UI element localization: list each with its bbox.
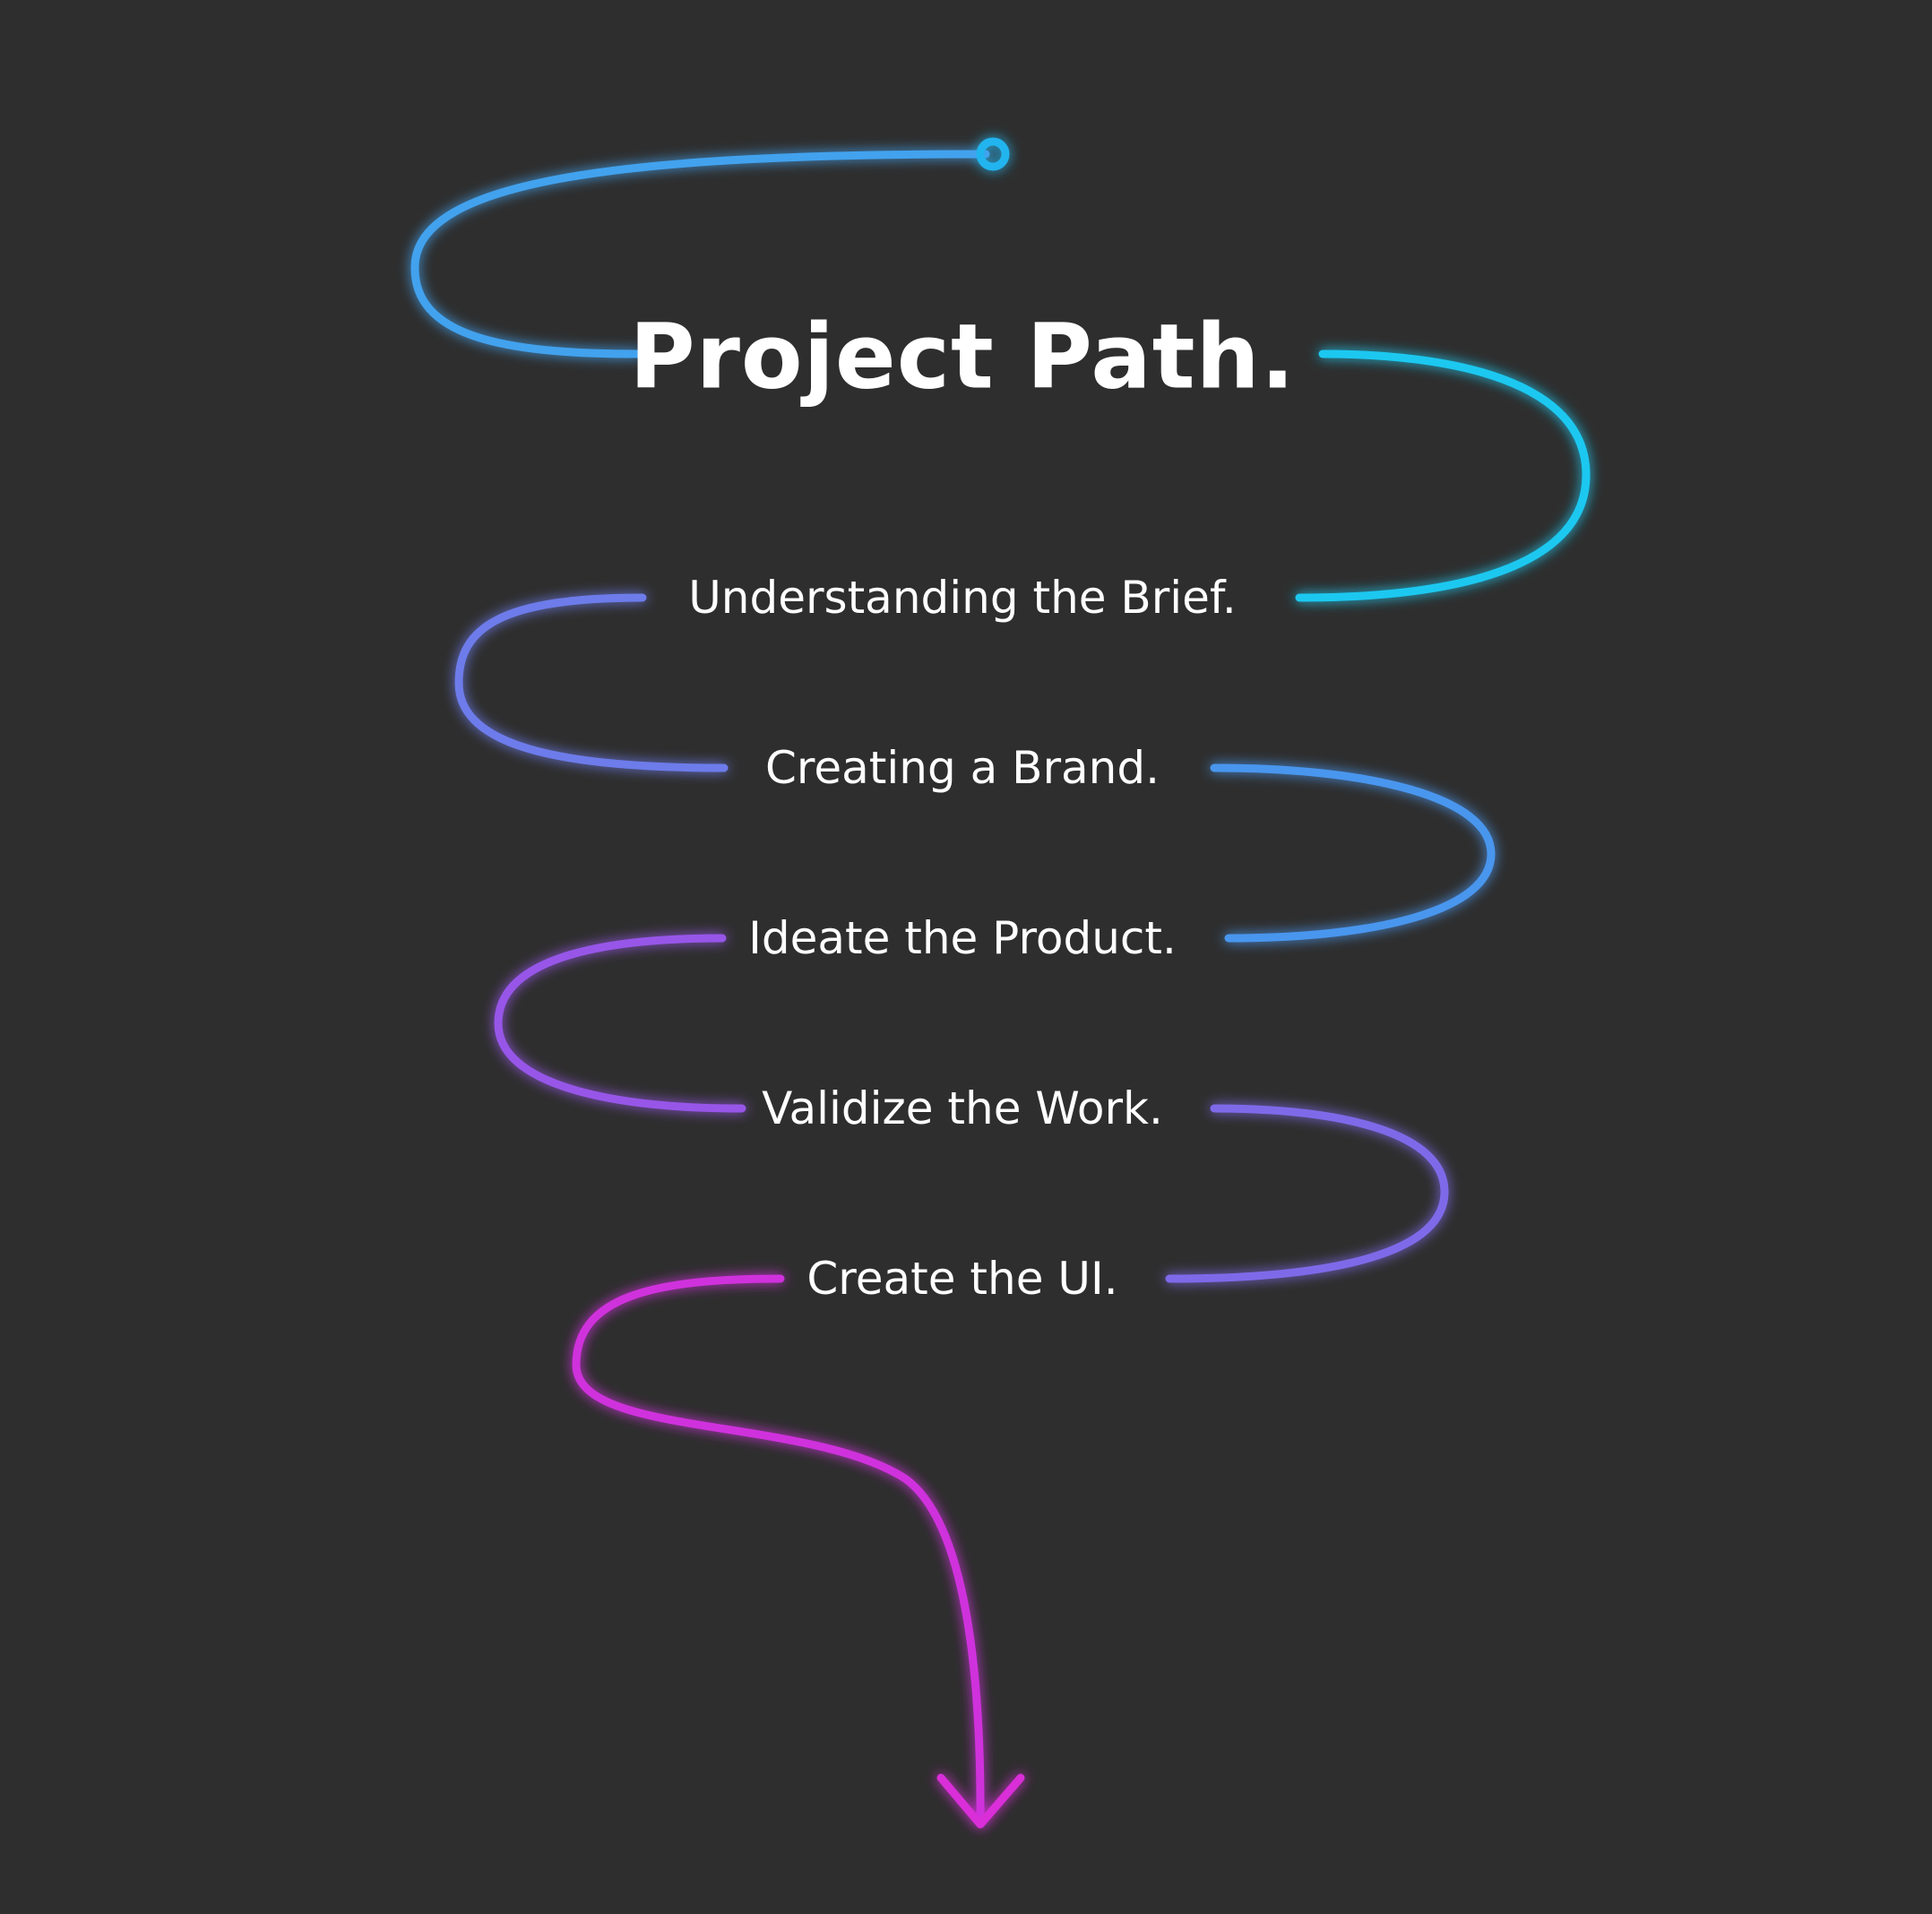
step-understanding-the-brief: Understanding the Brief. <box>688 572 1237 624</box>
start-ring-icon <box>976 137 1010 171</box>
path-segment-step2-right <box>1210 763 1496 943</box>
path-segment-step3-left <box>494 934 746 1113</box>
diagram-title: Project Path. <box>629 304 1296 410</box>
path-segment-step1-left <box>454 593 729 772</box>
arrow-down-icon <box>936 1773 1025 1829</box>
step-ideate-the-product: Ideate the Product. <box>748 912 1177 964</box>
path-segment-step4-right <box>1165 1104 1449 1283</box>
step-create-the-ui: Create the UI. <box>806 1253 1118 1305</box>
path-segment-tail <box>572 1274 985 1826</box>
path-segment-title-right <box>1295 349 1591 602</box>
step-creating-a-brand: Creating a Brand. <box>765 742 1160 794</box>
path-segment-top-left <box>410 150 990 358</box>
step-validize-the-work: Validize the Work. <box>762 1082 1163 1134</box>
